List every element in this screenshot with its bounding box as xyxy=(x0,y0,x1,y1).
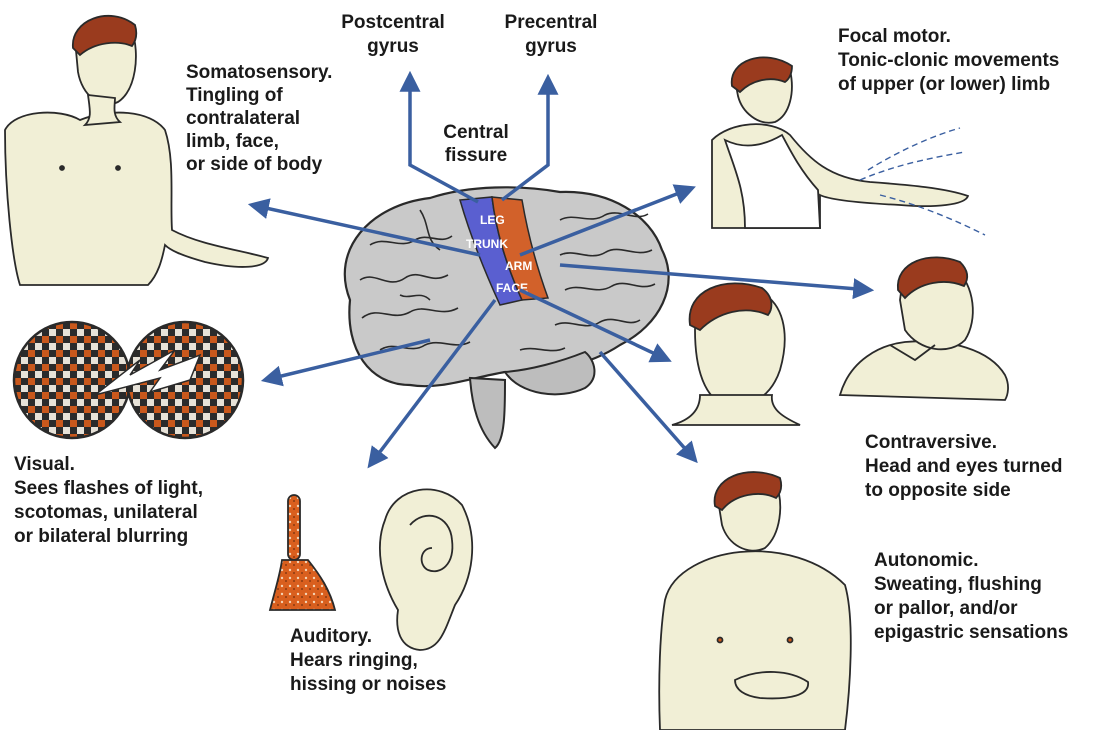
visual-line-3: scotomas, unilateral xyxy=(14,502,198,523)
auditory-line-2: Hears ringing, xyxy=(290,650,418,671)
neck xyxy=(672,395,800,425)
visual-figure xyxy=(14,322,243,438)
contraversive-label: Contraversive. Head and eyes turned to o… xyxy=(865,432,1062,501)
somatosensory-line-1: Somatosensory. xyxy=(186,62,332,83)
contraversive-line-2: Head and eyes turned xyxy=(865,456,1062,477)
autonomic-line-1: Autonomic. xyxy=(874,550,979,571)
left-eye-view xyxy=(14,322,130,438)
focal-motor-label: Focal motor. Tonic-clonic movements of u… xyxy=(838,26,1059,95)
brain: LEG TRUNK ARM FACE xyxy=(345,187,669,448)
somatosensory-label: Somatosensory. Tingling of contralateral… xyxy=(186,62,332,175)
auditory-line-1: Auditory. xyxy=(290,626,372,647)
somatosensory-line-3: contralateral xyxy=(186,108,300,129)
somatosensory-line-2: Tingling of xyxy=(186,85,283,106)
postcentral-label: Postcentral gyrus xyxy=(341,12,444,57)
motion-lines xyxy=(860,128,985,235)
bell xyxy=(270,560,335,610)
region-leg: LEG xyxy=(480,213,505,227)
autonomic-line-4: epigastric sensations xyxy=(874,622,1068,643)
focal-motor-line-1: Focal motor. xyxy=(838,26,951,47)
visual-line-2: Sees flashes of light, xyxy=(14,478,203,499)
postcentral-line-1: Postcentral xyxy=(341,12,444,33)
central-fissure-label: Central fissure xyxy=(443,122,508,166)
precentral-line-2: gyrus xyxy=(525,36,577,57)
somatosensory-line-4: limb, face, xyxy=(186,131,279,152)
region-trunk: TRUNK xyxy=(466,237,508,251)
autonomic-label: Autonomic. Sweating, flushing or pallor,… xyxy=(874,550,1068,643)
bell-handle xyxy=(288,495,300,560)
autonomic-figure xyxy=(659,472,851,730)
contraversive-line-3: to opposite side xyxy=(865,480,1011,501)
somatosensory-line-5: or side of body xyxy=(186,154,323,175)
contraversive-figure xyxy=(840,257,1008,400)
postcentral-line-2: gyrus xyxy=(367,36,419,57)
face-figure xyxy=(672,283,800,425)
neck xyxy=(85,95,120,125)
torso xyxy=(659,551,851,730)
region-arm: ARM xyxy=(505,259,532,273)
contraversive-line-1: Contraversive. xyxy=(865,432,997,453)
focal-motor-line-2: Tonic-clonic movements xyxy=(838,50,1059,71)
shoulders xyxy=(840,341,1008,400)
visual-line-1: Visual. xyxy=(14,454,75,475)
central-fissure-line-1: Central xyxy=(443,122,508,143)
arrow-autonomic xyxy=(600,352,695,460)
autonomic-line-3: or pallor, and/or xyxy=(874,598,1018,619)
brain-stem xyxy=(470,378,505,448)
autonomic-line-2: Sweating, flushing xyxy=(874,574,1042,595)
precentral-label: Precentral gyrus xyxy=(505,12,598,57)
visual-line-4: or bilateral blurring xyxy=(14,526,188,547)
central-fissure-line-2: fissure xyxy=(445,145,507,166)
precentral-line-1: Precentral xyxy=(505,12,598,33)
arrow-precentral xyxy=(502,78,548,200)
visual-label: Visual. Sees flashes of light, scotomas,… xyxy=(14,454,203,547)
hand xyxy=(735,672,808,698)
focal-motor-line-3: of upper (or lower) limb xyxy=(838,74,1050,95)
auditory-line-3: hissing or noises xyxy=(290,674,446,695)
